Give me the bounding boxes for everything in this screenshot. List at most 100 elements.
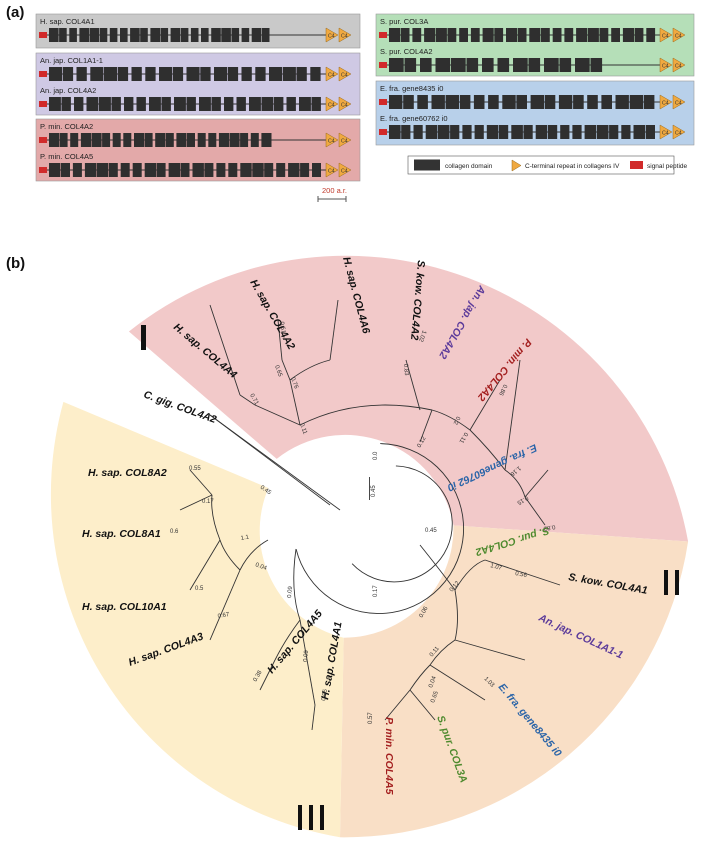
collagen-domain-block — [69, 28, 77, 42]
collagen-domain-block — [80, 133, 91, 147]
collagen-domain-block — [552, 28, 562, 42]
branch-length-label: 0.09 — [287, 585, 294, 598]
collagen-domain-block — [548, 125, 558, 139]
collagen-domain-block — [160, 28, 169, 42]
panel-b-label: (b) — [6, 255, 25, 272]
collagen-domain-block — [601, 95, 612, 109]
collagen-domain-block — [261, 28, 270, 42]
collagen-domain-block — [249, 97, 261, 111]
collagen-domain-block — [250, 133, 259, 147]
collagen-domain-block — [506, 28, 518, 42]
collagen-domain-block — [544, 58, 559, 72]
branch-length-label: 0.2 — [451, 415, 460, 426]
collagen-domain-block — [517, 28, 527, 42]
collagen-domain-block — [420, 58, 432, 72]
collagen-domain-block — [59, 28, 67, 42]
branch-length-label: 0.67 — [217, 612, 230, 620]
collagen-domain-block — [59, 133, 68, 147]
collagen-domain-block — [170, 28, 181, 42]
collagen-domain-block — [435, 28, 447, 42]
collagen-domain-block — [216, 163, 226, 177]
collagen-domain-block — [240, 133, 249, 147]
c4-label: C4 — [328, 103, 335, 109]
legend-c4-text: C-terminal repeat in collagens IV — [525, 163, 620, 170]
legend-signal-text: signal peptide — [647, 163, 687, 170]
clade-marker-II-bar-2 — [675, 570, 679, 595]
branch-length-label: 0.56 — [515, 571, 528, 579]
collagen-domain-block — [310, 67, 321, 81]
gene-name: E. fra. gene60762 i0 — [380, 114, 448, 123]
collagen-domain-block — [596, 125, 609, 139]
branch-length-label: 0.45 — [425, 528, 437, 534]
collagen-domain-block — [231, 28, 240, 42]
clade-marker-II-bar-1 — [664, 570, 668, 595]
signal-peptide — [379, 129, 387, 135]
collagen-domain-block — [149, 97, 161, 111]
collagen-domain-block — [494, 28, 504, 42]
collagen-domain-block — [228, 163, 238, 177]
collagen-domain-block — [437, 125, 450, 139]
collagen-domain-block — [516, 95, 527, 109]
c4-label: C4 — [341, 34, 348, 40]
clade-sector-I — [128, 255, 689, 542]
collagen-domain-block — [541, 28, 550, 42]
collagen-domain-block — [584, 125, 597, 139]
collagen-domain-block — [633, 125, 646, 139]
collagen-domain-block — [168, 163, 180, 177]
collagen-domain-block — [199, 97, 211, 111]
branch-length-label: 0.6 — [170, 529, 179, 535]
branch-length-label: 0.65 — [430, 690, 440, 704]
branch-length-label: 0.86 — [497, 383, 508, 397]
c4-label: C4 — [341, 103, 348, 109]
collagen-domain-block — [629, 95, 644, 109]
c4-repeat-icon — [672, 94, 686, 110]
c4-repeat-icon — [338, 27, 352, 43]
clade-sector-III — [50, 401, 344, 838]
c4-repeat-icon — [338, 66, 352, 82]
collagen-domain-block — [312, 163, 321, 177]
c4-label: C4 — [675, 64, 682, 70]
branch-length-label: 0.45 — [371, 485, 377, 497]
collagen-domain-block — [389, 125, 401, 139]
collagen-domain-block — [645, 125, 655, 139]
gene-name: An. jap. COL4A2 — [40, 86, 96, 95]
phylogenetic-tree — [50, 255, 689, 838]
collagen-domain-block — [201, 28, 209, 42]
collagen-domain-block — [575, 58, 590, 72]
collagen-domain-block — [486, 125, 499, 139]
collagen-domain-block — [227, 67, 239, 81]
collagen-domain-block — [274, 97, 284, 111]
collagen-domain-block — [609, 125, 619, 139]
collagen-domain-block — [529, 28, 541, 42]
collagen-domain-block — [462, 125, 472, 139]
signal-peptide — [39, 167, 47, 173]
branch-length-label: 0.06 — [419, 605, 430, 619]
collagen-domain-block — [466, 58, 479, 72]
collagen-domain-block — [120, 163, 130, 177]
c4-repeat-icon — [659, 57, 673, 73]
collagen-domain-block — [89, 28, 100, 42]
c4-label: C4 — [328, 73, 335, 79]
leaf-label-pm4a5: P. min. COL4A5 — [383, 717, 395, 795]
collagen-domain-block — [412, 28, 422, 42]
clade-marker-III-bar-2 — [309, 805, 313, 830]
clade-marker-III-bar-1 — [298, 805, 302, 830]
c4-label: C4 — [675, 101, 682, 107]
collagen-domain-block — [96, 163, 109, 177]
collagen-domain-block — [200, 67, 211, 81]
collagen-domain-block — [240, 163, 252, 177]
c4-repeat-icon — [325, 162, 339, 178]
collagen-domain-block — [86, 97, 99, 111]
collagen-domain-block — [99, 28, 108, 42]
collagen-domain-block — [473, 95, 485, 109]
branch-length-label: 0.51 — [278, 321, 286, 334]
collagen-domain-block — [74, 97, 84, 111]
collagen-domain-block — [144, 163, 157, 177]
collagen-domain-block — [134, 133, 145, 147]
collagen-domain-block — [435, 58, 451, 72]
scale-bar: 200 a.r. — [317, 186, 347, 202]
collagen-domain-block — [400, 28, 410, 42]
collagen-domain-block — [459, 95, 471, 109]
collagen-domain-block — [282, 67, 296, 81]
collagen-domain-block — [621, 125, 631, 139]
